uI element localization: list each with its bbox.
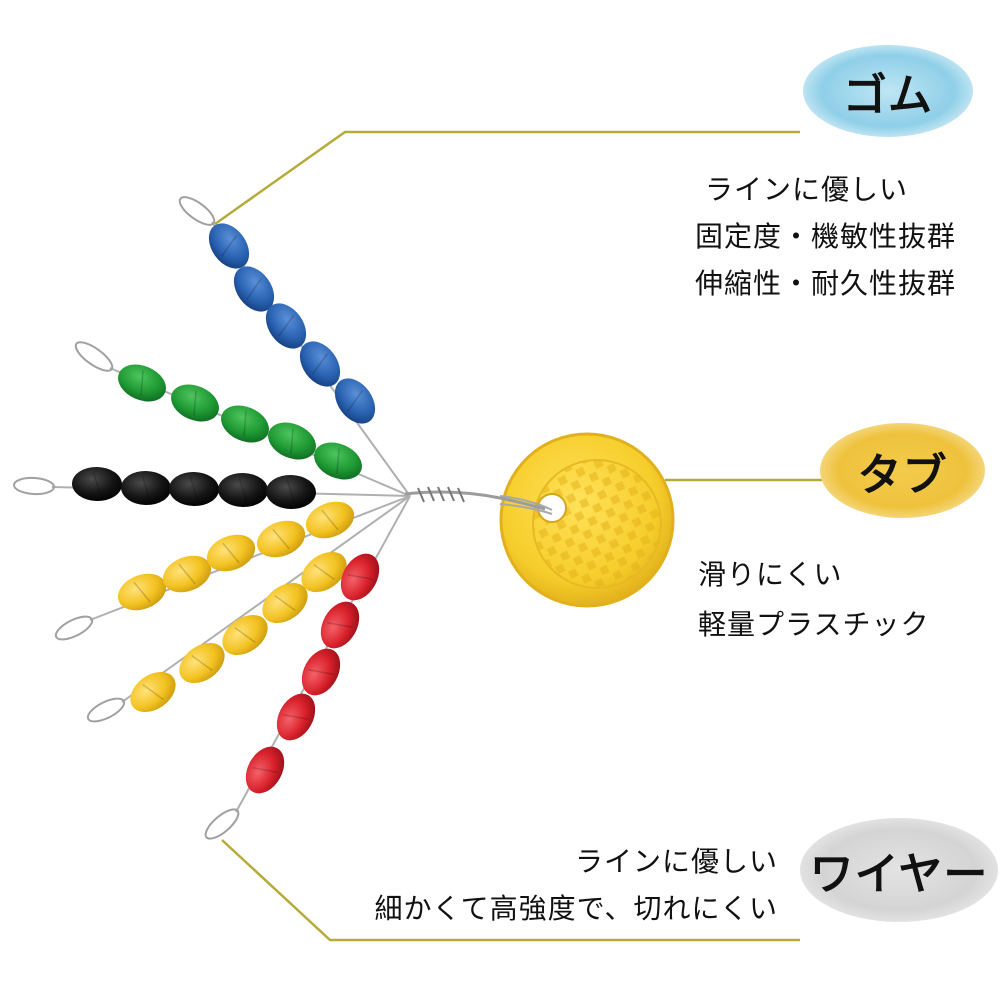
rubber-bead bbox=[299, 341, 341, 387]
bead-seam bbox=[178, 563, 196, 585]
rubber-bead bbox=[265, 303, 307, 349]
wire-feature-1: ラインに優しい bbox=[574, 845, 778, 878]
rubber-bead bbox=[340, 553, 380, 601]
bead-strand-blue bbox=[178, 196, 411, 497]
bead-seam bbox=[321, 509, 339, 531]
bead-seam bbox=[272, 528, 290, 550]
bead-strand-yellow bbox=[86, 495, 411, 723]
bead-seam bbox=[283, 713, 309, 721]
rubber-feature-3: 伸縮性・耐久性抜群 bbox=[695, 267, 957, 300]
rubber-feature-2: 固定度・機敏性抜群 bbox=[695, 220, 957, 253]
rubber-bead bbox=[305, 501, 355, 539]
bead-seam bbox=[191, 654, 213, 672]
wire-loop bbox=[74, 341, 114, 372]
rubber-bead bbox=[256, 520, 306, 558]
rubber-bead bbox=[262, 582, 308, 624]
rubber-feature-1: ラインに優しい bbox=[705, 173, 909, 206]
wire-loop bbox=[86, 697, 126, 723]
rubber-bead bbox=[208, 223, 250, 269]
rubber-bead bbox=[118, 364, 166, 402]
rubber-bead bbox=[179, 642, 225, 684]
bead-seam bbox=[193, 390, 197, 416]
bead-seam bbox=[347, 573, 373, 581]
rubber-bead bbox=[221, 405, 269, 443]
wire-loop bbox=[178, 196, 216, 226]
rubber-bead bbox=[162, 555, 212, 593]
bead-seam bbox=[141, 475, 151, 501]
tab-label-badge: タブ bbox=[820, 423, 985, 518]
bead-seam bbox=[336, 448, 340, 474]
bead-seam bbox=[312, 353, 328, 375]
leader-line-wire bbox=[221, 839, 800, 942]
rubber-bead bbox=[314, 442, 362, 480]
bead-seam bbox=[308, 668, 334, 676]
rubber-label-badge: ゴム bbox=[803, 45, 973, 137]
rubber-bead bbox=[301, 648, 341, 696]
wire-loop bbox=[12, 476, 56, 496]
bead-seam bbox=[246, 278, 262, 300]
rubber-bead bbox=[130, 671, 176, 713]
bead-seam bbox=[243, 411, 247, 437]
bead-strand-black bbox=[12, 466, 411, 510]
rubber-bead bbox=[222, 614, 268, 656]
bead-seam bbox=[286, 479, 296, 505]
wire-loop bbox=[54, 615, 94, 641]
rubber-bead bbox=[117, 573, 167, 611]
tab-feature-1: 滑りにくい bbox=[698, 558, 843, 591]
tab-feature-2: 軽量プラスチック bbox=[698, 608, 930, 641]
rubber-bead bbox=[218, 472, 268, 508]
rubber-bead bbox=[171, 384, 219, 422]
bead-seam bbox=[347, 390, 363, 412]
bead-seam bbox=[221, 235, 237, 257]
rubber-bead bbox=[206, 534, 256, 572]
bead-seam bbox=[327, 621, 353, 629]
bead-seam bbox=[142, 683, 164, 701]
rubber-bead bbox=[268, 422, 316, 460]
wire-loop bbox=[204, 808, 240, 840]
bead-seam bbox=[234, 626, 256, 644]
rubber-bead bbox=[301, 551, 347, 593]
bead-strands bbox=[12, 196, 411, 840]
bead-seam bbox=[278, 315, 294, 337]
rubber-bead bbox=[334, 378, 376, 424]
rubber-bead bbox=[121, 470, 171, 506]
yellow-tab-disc bbox=[499, 432, 675, 608]
bead-strand-green bbox=[74, 341, 411, 497]
bead-seam bbox=[252, 766, 278, 774]
wire-label-badge: ワイヤー bbox=[800, 818, 998, 922]
bead-seam bbox=[222, 542, 240, 564]
bead-seam bbox=[189, 476, 199, 502]
bead-strand-yellow bbox=[54, 495, 411, 641]
wire-coil bbox=[404, 486, 553, 515]
rubber-bead bbox=[276, 693, 316, 741]
rubber-bead bbox=[233, 266, 275, 312]
rubber-bead bbox=[320, 601, 360, 649]
bead-strand-red bbox=[204, 495, 411, 840]
rubber-bead bbox=[169, 471, 219, 507]
bead-seam bbox=[274, 594, 296, 612]
leader-line-rubber bbox=[214, 130, 800, 226]
bead-seam bbox=[140, 370, 144, 396]
rubber-bead bbox=[266, 474, 316, 510]
bead-seam bbox=[92, 471, 102, 497]
bead-seam bbox=[238, 477, 248, 503]
wire-feature-2: 細かくて高強度で、切れにくい bbox=[374, 892, 778, 925]
bead-seam bbox=[133, 581, 151, 603]
rubber-bead bbox=[245, 746, 285, 794]
bead-seam bbox=[313, 563, 335, 581]
rubber-bead bbox=[72, 466, 122, 502]
bead-seam bbox=[290, 428, 294, 454]
